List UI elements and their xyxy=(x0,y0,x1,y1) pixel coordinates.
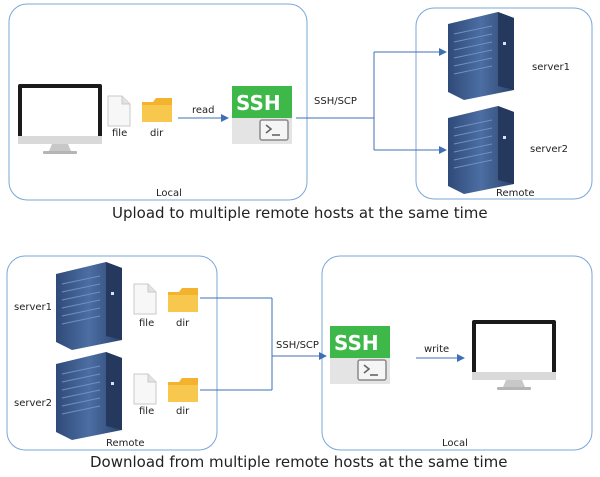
upload-ssh-icon: SSH xyxy=(231,85,293,145)
download-remote-group xyxy=(6,255,218,451)
download-folder2-icon xyxy=(168,378,198,402)
upload-remote-group xyxy=(415,7,593,200)
upload-server1-icon xyxy=(447,11,515,101)
upload-dir-label: dir xyxy=(150,128,164,139)
download-write-label: write xyxy=(424,344,449,355)
download-caption: Download from multiple remote hosts at t… xyxy=(90,453,507,471)
download-remote-group-label: Remote xyxy=(106,438,145,449)
download-file2-icon xyxy=(133,373,157,405)
upload-server2-icon xyxy=(447,105,515,195)
upload-local-group xyxy=(8,3,308,201)
upload-section: file dir read SSH SSH/SCP server1 server… xyxy=(8,3,593,222)
svg-text:SSH: SSH xyxy=(334,331,379,355)
upload-server1-label: server1 xyxy=(532,62,570,73)
download-folder1-icon xyxy=(168,288,198,312)
download-local-group-label: Local xyxy=(442,438,468,449)
upload-local-computer-icon xyxy=(18,84,102,154)
download-file1-label: file xyxy=(139,318,154,329)
upload-caption: Upload to multiple remote hosts at the s… xyxy=(112,204,488,222)
download-file2-label: file xyxy=(139,406,154,417)
download-dir2-label: dir xyxy=(176,406,190,417)
upload-protocol-label: SSH/SCP xyxy=(314,96,357,107)
upload-folder-icon xyxy=(142,98,172,122)
upload-connector xyxy=(296,48,447,154)
upload-file-label: file xyxy=(112,128,127,139)
download-ssh-icon: SSH xyxy=(329,325,391,385)
download-dir1-label: dir xyxy=(176,318,190,329)
download-server2-label: server2 xyxy=(14,398,52,409)
upload-server2-label: server2 xyxy=(530,144,568,155)
download-server1-label: server1 xyxy=(14,302,52,313)
upload-read-label: read xyxy=(192,105,215,116)
download-server2-icon xyxy=(55,351,123,441)
upload-file-icon xyxy=(107,95,131,127)
download-local-computer-icon xyxy=(472,320,556,390)
download-server1-icon xyxy=(55,261,123,351)
download-section: server1 file dir server2 file dir SSH/SC… xyxy=(6,255,593,471)
download-protocol-label: SSH/SCP xyxy=(276,340,319,351)
download-file1-icon xyxy=(133,283,157,315)
svg-text:SSH: SSH xyxy=(236,91,281,115)
upload-remote-group-label: Remote xyxy=(496,188,535,199)
upload-local-group-label: Local xyxy=(156,188,182,199)
download-connector xyxy=(200,297,327,391)
